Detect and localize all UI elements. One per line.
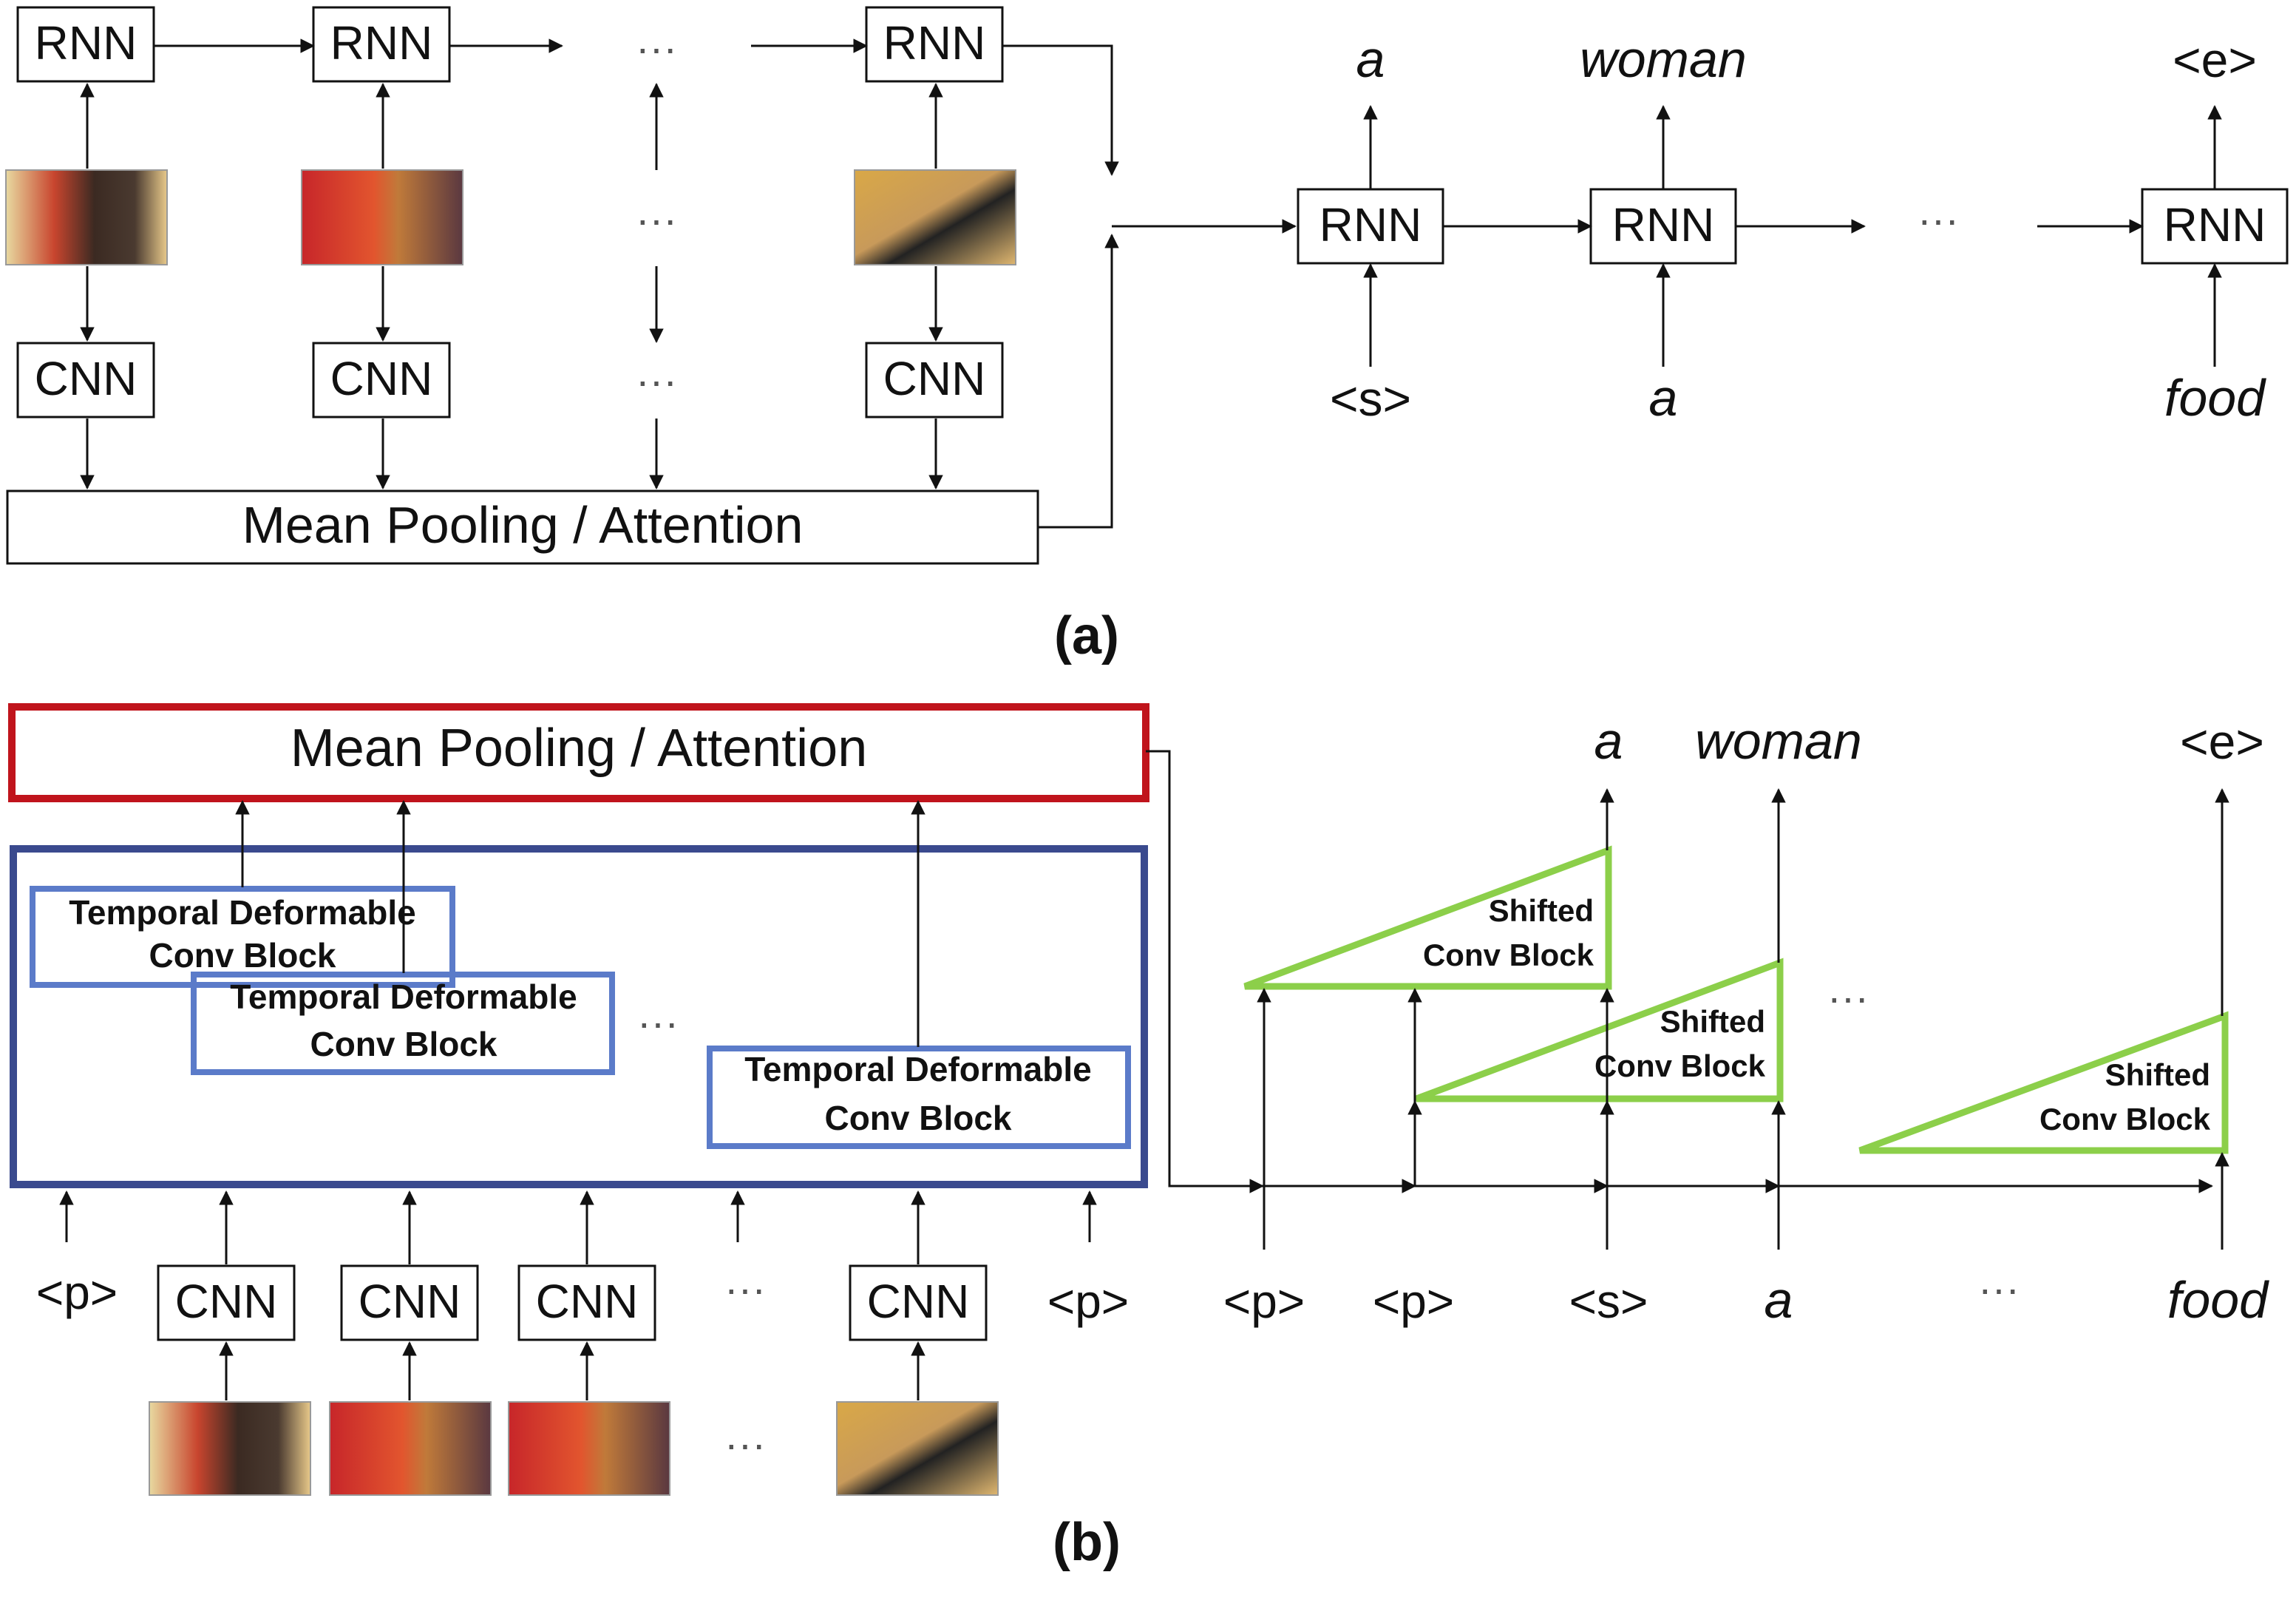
text-b: Mean Pooling / Attention Temporal Deform… (36, 712, 2269, 1572)
tdcb-box-3 (707, 1046, 1131, 1149)
output-token-end-b: <e> (2180, 714, 2264, 769)
arrows-a (80, 38, 2222, 529)
input-token-start: <s> (1330, 371, 1411, 426)
encoder-cnn-box-b2 (340, 1264, 479, 1341)
tdcb-label-1a: Temporal Deformable (69, 893, 415, 932)
scb-label-3a: Shifted (2105, 1057, 2210, 1092)
scb-label-1a: Shifted (1489, 893, 1594, 928)
shifted-conv-block-1 (1243, 845, 1612, 990)
encoder-cnn-label: CNN (883, 352, 986, 405)
input-word-food: food (2164, 369, 2266, 427)
encoder-rnn-box-1 (16, 6, 155, 83)
ellipsis-b: ··· ··· ··· ··· ··· (637, 974, 2020, 1467)
panel-label-a: (a) (1054, 606, 1119, 665)
scb-label-1b: Conv Block (1423, 938, 1594, 972)
tdcb-label-3b: Conv Block (824, 1099, 1011, 1137)
pooling-label-b: Mean Pooling / Attention (291, 719, 868, 778)
ellipsis-icon: ··· (636, 357, 677, 404)
scb-label-2a: Shifted (1660, 1004, 1765, 1039)
food-frame-thumbnail (329, 1401, 492, 1496)
output-word-a: a (1356, 30, 1385, 88)
decoder-rnn-label: RNN (2164, 198, 2266, 251)
pad-token-left: <p> (36, 1266, 118, 1319)
encoder-cnn-box-2 (312, 342, 451, 419)
shifted-conv-block-3 (1858, 1011, 2229, 1154)
encoder-cnn-label: CNN (35, 352, 137, 405)
ellipsis-icon: ··· (724, 1265, 766, 1312)
encoder-cnn-label: CNN (359, 1275, 461, 1328)
encoder-cnn-box-b4 (849, 1264, 988, 1341)
encoder-cnn-box-b1 (157, 1264, 296, 1341)
decoder-input-start: <s> (1569, 1275, 1648, 1328)
decoder-input-food: food (2167, 1271, 2269, 1329)
encoder-rnn-label: RNN (35, 16, 137, 70)
encoder-rnn-label: RNN (330, 16, 433, 70)
encoder-cnn-box-b3 (517, 1264, 656, 1341)
food-frame-thumbnail (5, 169, 168, 265)
pad-token-right: <p> (1047, 1275, 1129, 1328)
food-frame-thumbnail (854, 169, 1016, 265)
decoder-input-pad-2: <p> (1373, 1275, 1454, 1328)
output-token-end: <e> (2173, 33, 2257, 87)
ellipsis-a: ··· ··· ··· ··· (636, 24, 1959, 404)
shifted-conv-block-2 (1415, 958, 1784, 1102)
panel-b (8, 703, 2229, 1341)
food-frame-thumbnail (301, 169, 463, 265)
output-word-a-b: a (1594, 712, 1623, 770)
ellipsis-icon: ··· (1827, 974, 1869, 1020)
ellipsis-icon: ··· (1918, 196, 1959, 243)
text-a: RNN RNN RNN CNN CNN CNN Mean Pooling / A… (35, 16, 2267, 665)
encoder-cnn-label: CNN (175, 1275, 278, 1328)
ellipsis-icon: ··· (1978, 1265, 2020, 1312)
frame-thumbnails-b (149, 1401, 999, 1496)
frame-thumbnails-a (5, 169, 1016, 265)
pooling-box-b (8, 703, 1149, 802)
scb-label-2b: Conv Block (1594, 1048, 1766, 1083)
food-frame-thumbnail (836, 1401, 999, 1496)
ellipsis-icon: ··· (637, 999, 679, 1046)
decoder-rnn-label: RNN (1612, 198, 1715, 251)
panel-label-b: (b) (1053, 1513, 1121, 1572)
encoder-cnn-label: CNN (330, 352, 433, 405)
food-frame-thumbnail (149, 1401, 311, 1496)
encoder-cnn-label: CNN (536, 1275, 639, 1328)
encoder-cnn-box-3 (865, 342, 1004, 419)
tdcb-label-2b: Conv Block (310, 1025, 497, 1063)
encoder-rnn-label: RNN (883, 16, 986, 70)
tdcb-box-2 (191, 972, 615, 1075)
tdcb-box-1 (30, 886, 455, 988)
pooling-label-a: Mean Pooling / Attention (242, 496, 804, 554)
decoder-rnn-label: RNN (1319, 198, 1422, 251)
encoder-cnn-label: CNN (867, 1275, 970, 1328)
decoder-input-pad-1: <p> (1223, 1275, 1305, 1328)
output-word-woman-b: woman (1695, 712, 1862, 770)
ellipsis-icon: ··· (636, 196, 677, 243)
tdcb-label-3a: Temporal Deformable (744, 1050, 1091, 1088)
tdcb-label-2a: Temporal Deformable (230, 978, 577, 1016)
scb-label-3b: Conv Block (2039, 1102, 2211, 1136)
decoder-input-a: a (1765, 1271, 1793, 1329)
input-word-a: a (1649, 369, 1678, 427)
encoder-container-b (10, 845, 1148, 1188)
arrows-b (59, 750, 2229, 1400)
output-word-woman: woman (1580, 30, 1747, 88)
tdcb-label-1b: Conv Block (149, 936, 336, 975)
encoder-cnn-box-1 (16, 342, 155, 419)
food-frame-thumbnail (508, 1401, 670, 1496)
ellipsis-icon: ··· (724, 1420, 766, 1467)
panel-a (6, 6, 2289, 565)
ellipsis-icon: ··· (636, 24, 677, 71)
